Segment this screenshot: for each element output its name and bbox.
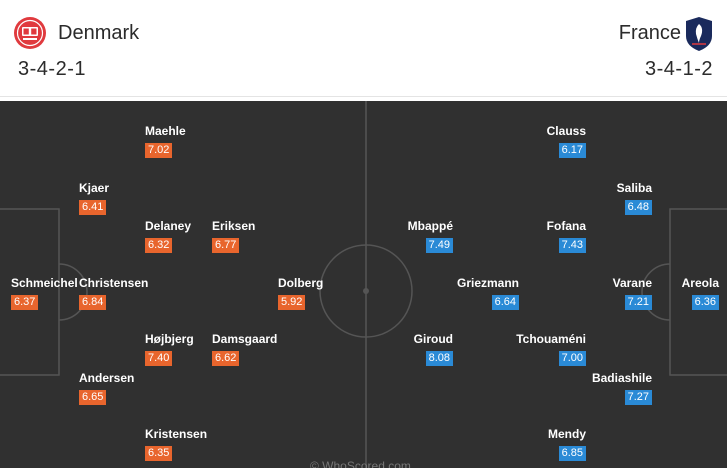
player-away-2[interactable]: Saliba 6.48 xyxy=(572,181,652,225)
player-rating-badge: 6.85 xyxy=(558,446,586,461)
player-rating-badge: 6.36 xyxy=(691,295,719,310)
player-name: Højbjerg xyxy=(145,332,194,346)
player-away-10[interactable]: Badiashile 7.27 xyxy=(572,371,652,415)
player-name: Dolberg xyxy=(278,276,324,290)
player-away-5[interactable]: Griezmann 6.64 xyxy=(439,276,519,320)
player-name: Damsgaard xyxy=(212,332,278,346)
player-name: Fofana xyxy=(546,219,586,233)
player-name: Christensen xyxy=(79,276,149,290)
player-name: Delaney xyxy=(145,219,192,233)
player-away-4[interactable]: Fofana 7.43 xyxy=(506,219,586,263)
player-name: Badiashile xyxy=(591,371,652,385)
player-away-3[interactable]: Mbappé 7.49 xyxy=(373,219,453,263)
denmark-crest-icon xyxy=(14,17,46,49)
match-header: Denmark 3-4-2-1 France 3-4-1-2 xyxy=(0,0,727,97)
player-away-11[interactable]: Mendy 6.85 xyxy=(506,427,586,468)
player-name: Varane xyxy=(612,276,652,290)
player-rating-badge: 6.41 xyxy=(79,200,107,215)
player-name: Giroud xyxy=(413,332,453,346)
away-team-name[interactable]: France xyxy=(618,22,681,44)
player-name: Griezmann xyxy=(456,276,519,290)
player-rating-badge: 5.92 xyxy=(278,295,306,310)
player-away-7[interactable]: Areola 6.36 xyxy=(639,276,719,320)
home-team-name[interactable]: Denmark xyxy=(58,22,140,44)
player-rating-badge: 6.17 xyxy=(558,143,586,158)
pitch: Maehle 7.02 Kjaer 6.41 Delaney 6.32 Erik… xyxy=(0,101,727,468)
player-name: Saliba xyxy=(616,181,652,195)
pitch-markings xyxy=(0,101,727,468)
player-rating-badge: 6.37 xyxy=(11,295,39,310)
player-rating-badge: 7.40 xyxy=(145,351,173,366)
player-rating-badge: 7.43 xyxy=(558,238,586,253)
home-formation: 3-4-2-1 xyxy=(18,58,86,80)
player-name: Areola xyxy=(681,276,719,290)
player-name: Kjaer xyxy=(79,181,110,195)
player-rating-badge: 6.48 xyxy=(624,200,652,215)
player-name: Tchouaméni xyxy=(516,332,586,346)
player-away-1[interactable]: Clauss 6.17 xyxy=(506,124,586,168)
away-formation: 3-4-1-2 xyxy=(645,58,713,80)
player-rating-badge: 6.65 xyxy=(79,390,107,405)
player-away-6[interactable]: Varane 7.21 xyxy=(572,276,652,320)
player-name: Clauss xyxy=(546,124,586,138)
player-name: Schmeichel xyxy=(11,276,78,290)
player-rating-badge: 6.62 xyxy=(212,351,240,366)
player-rating-badge: 7.49 xyxy=(425,238,453,253)
player-name: Kristensen xyxy=(145,427,208,441)
player-name: Mbappé xyxy=(407,219,453,233)
player-rating-badge: 8.08 xyxy=(425,351,453,366)
player-away-9[interactable]: Tchouaméni 7.00 xyxy=(506,332,586,376)
player-name: Mendy xyxy=(547,427,586,441)
player-rating-badge: 6.84 xyxy=(79,295,107,310)
player-rating-badge: 6.32 xyxy=(145,238,173,253)
player-rating-badge: 7.21 xyxy=(624,295,652,310)
player-rating-badge: 7.00 xyxy=(558,351,586,366)
watermark: © WhoScored.com xyxy=(310,459,411,468)
player-rating-badge: 7.27 xyxy=(624,390,652,405)
player-rating-badge: 6.35 xyxy=(145,446,173,461)
france-crest-icon xyxy=(686,17,712,51)
player-rating-badge: 6.64 xyxy=(491,295,519,310)
player-name: Andersen xyxy=(79,371,135,385)
player-name: Eriksen xyxy=(212,219,256,233)
player-rating-badge: 7.02 xyxy=(145,143,173,158)
player-away-8[interactable]: Giroud 8.08 xyxy=(373,332,453,376)
player-name: Maehle xyxy=(145,124,186,138)
player-rating-badge: 6.77 xyxy=(212,238,240,253)
